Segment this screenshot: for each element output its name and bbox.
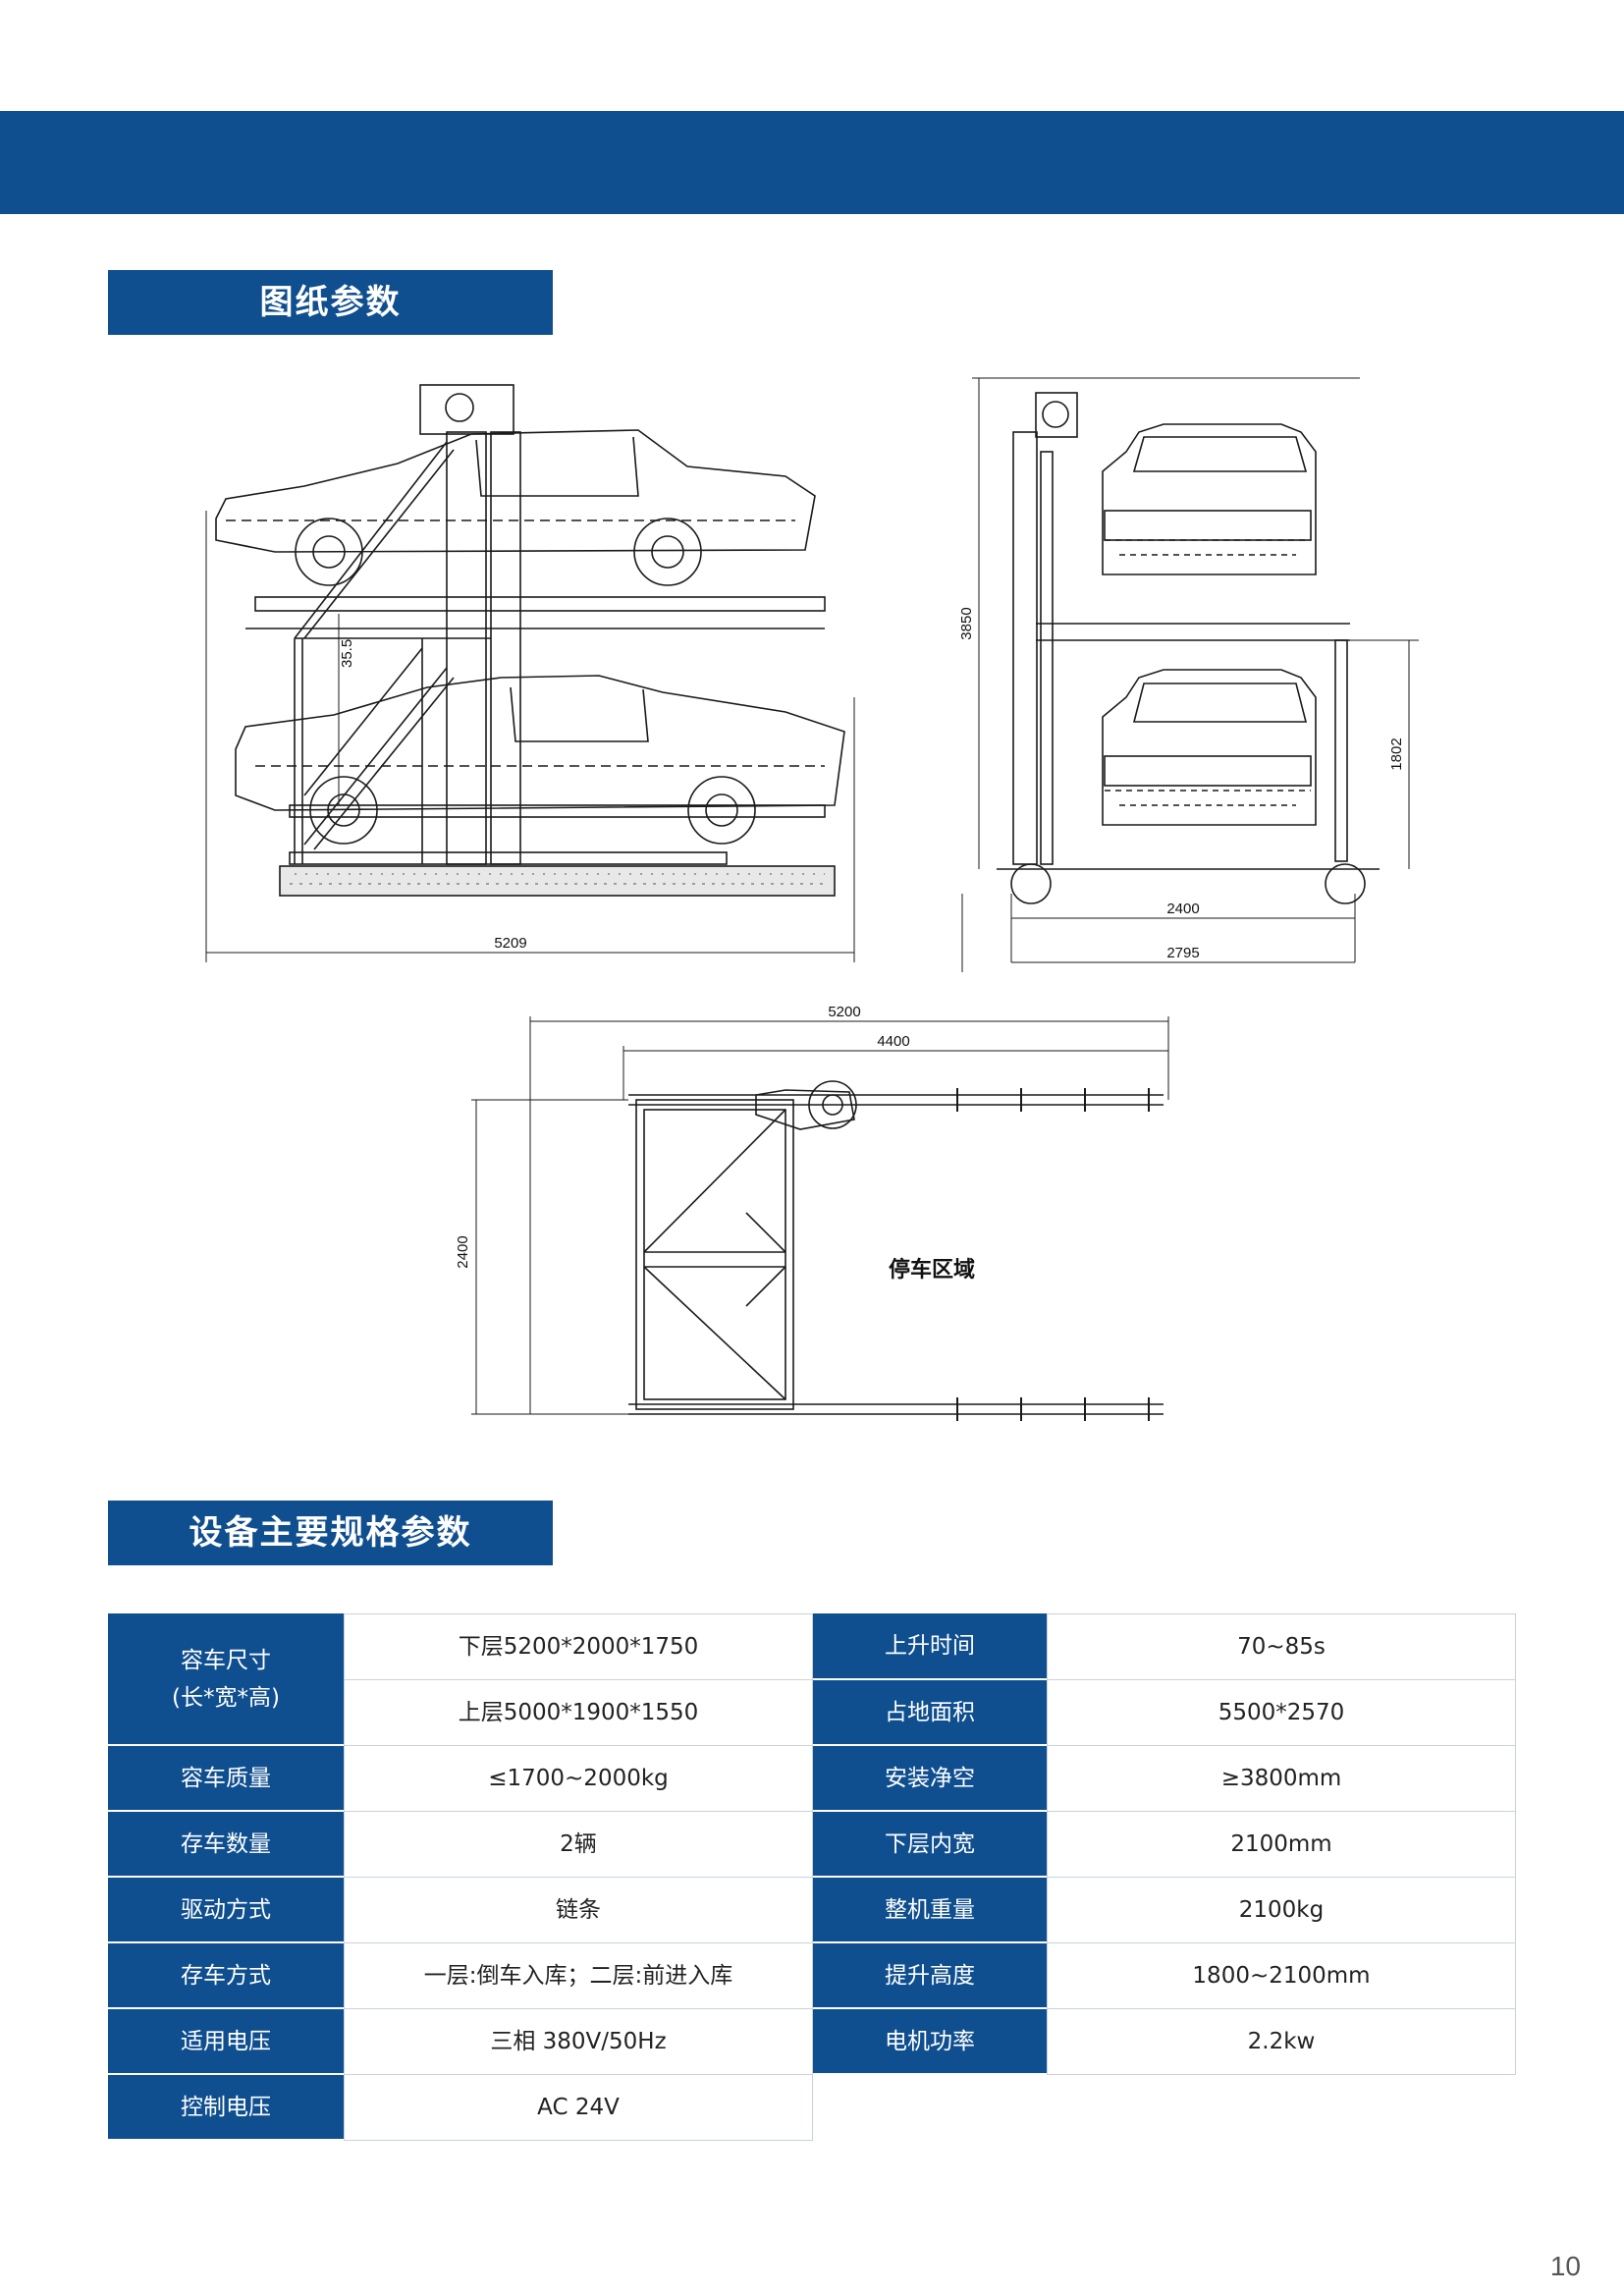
spec-label-control-voltage: 控制电压 bbox=[108, 2075, 344, 2141]
dim-overall-length: 5209 bbox=[494, 935, 526, 952]
parking-area-label: 停车区域 bbox=[889, 1257, 975, 1283]
dim-plan-overall: 5200 bbox=[828, 1004, 860, 1020]
spec-label-footprint: 占地面积 bbox=[813, 1680, 1047, 1746]
spec-label-motor-power: 电机功率 bbox=[813, 2009, 1047, 2075]
spec-value-car-count: 2辆 bbox=[344, 1812, 813, 1878]
page-number: 10 bbox=[1549, 2251, 1581, 2281]
dim-plan-depth: 2400 bbox=[455, 1235, 471, 1268]
spec-label-voltage: 适用电压 bbox=[108, 2009, 344, 2075]
spec-label-rise-time: 上升时间 bbox=[813, 1613, 1047, 1680]
dim-outer-width: 2795 bbox=[1166, 945, 1199, 961]
dim-track-length: 4400 bbox=[877, 1033, 909, 1050]
spec-label-car-count: 存车数量 bbox=[108, 1812, 344, 1878]
spec-label-machine-weight: 整机重量 bbox=[813, 1878, 1047, 1943]
spec-value-motor-power: 2.2kw bbox=[1047, 2009, 1516, 2075]
spec-value-rise-time: 70~85s bbox=[1047, 1613, 1516, 1680]
section-title-specs: 设备主要规格参数 bbox=[108, 1501, 553, 1565]
spec-value-car-size-upper: 上层5000*1900*1550 bbox=[344, 1680, 813, 1746]
spec-label-car-weight: 容车质量 bbox=[108, 1746, 344, 1812]
dim-inner-width: 2400 bbox=[1166, 901, 1199, 917]
spec-value-inner-width: 2100mm bbox=[1047, 1812, 1516, 1878]
spec-value-car-size-lower: 下层5200*2000*1750 bbox=[344, 1613, 813, 1680]
plan-view-drawing: 5200 4400 2400 停车区域 bbox=[455, 1002, 1188, 1434]
spec-label-lift-height: 提升高度 bbox=[813, 1943, 1047, 2009]
spec-value-footprint: 5500*2570 bbox=[1047, 1680, 1516, 1746]
spec-label-parking-mode: 存车方式 bbox=[108, 1943, 344, 2009]
spec-value-machine-weight: 2100kg bbox=[1047, 1878, 1516, 1943]
top-banner bbox=[0, 111, 1624, 214]
spec-label-clearance: 安装净空 bbox=[813, 1746, 1047, 1812]
dim-platform-height: 1802 bbox=[1388, 737, 1405, 770]
spec-label-car-size: 容车尺寸 (长*宽*高) bbox=[108, 1613, 344, 1746]
spec-value-parking-mode: 一层:倒车入库；二层:前进入库 bbox=[344, 1943, 813, 2009]
front-view-drawing: 3850 1802 2400 2795 bbox=[957, 373, 1429, 987]
dim-lift-height: 35.5 bbox=[339, 639, 355, 668]
spec-value-car-weight: ≤1700~2000kg bbox=[344, 1746, 813, 1812]
spec-label-inner-width: 下层内宽 bbox=[813, 1812, 1047, 1878]
section-title-drawing: 图纸参数 bbox=[108, 270, 553, 335]
dim-total-height: 3850 bbox=[958, 607, 975, 639]
spec-value-control-voltage: AC 24V bbox=[344, 2075, 813, 2141]
spec-value-voltage: 三相 380V/50Hz bbox=[344, 2009, 813, 2075]
spec-value-lift-height: 1800~2100mm bbox=[1047, 1943, 1516, 2009]
spec-label-drive: 驱动方式 bbox=[108, 1878, 344, 1943]
side-view-drawing: 5209 35.5 bbox=[196, 373, 855, 962]
spec-value-drive: 链条 bbox=[344, 1878, 813, 1943]
spec-value-clearance: ≥3800mm bbox=[1047, 1746, 1516, 1812]
